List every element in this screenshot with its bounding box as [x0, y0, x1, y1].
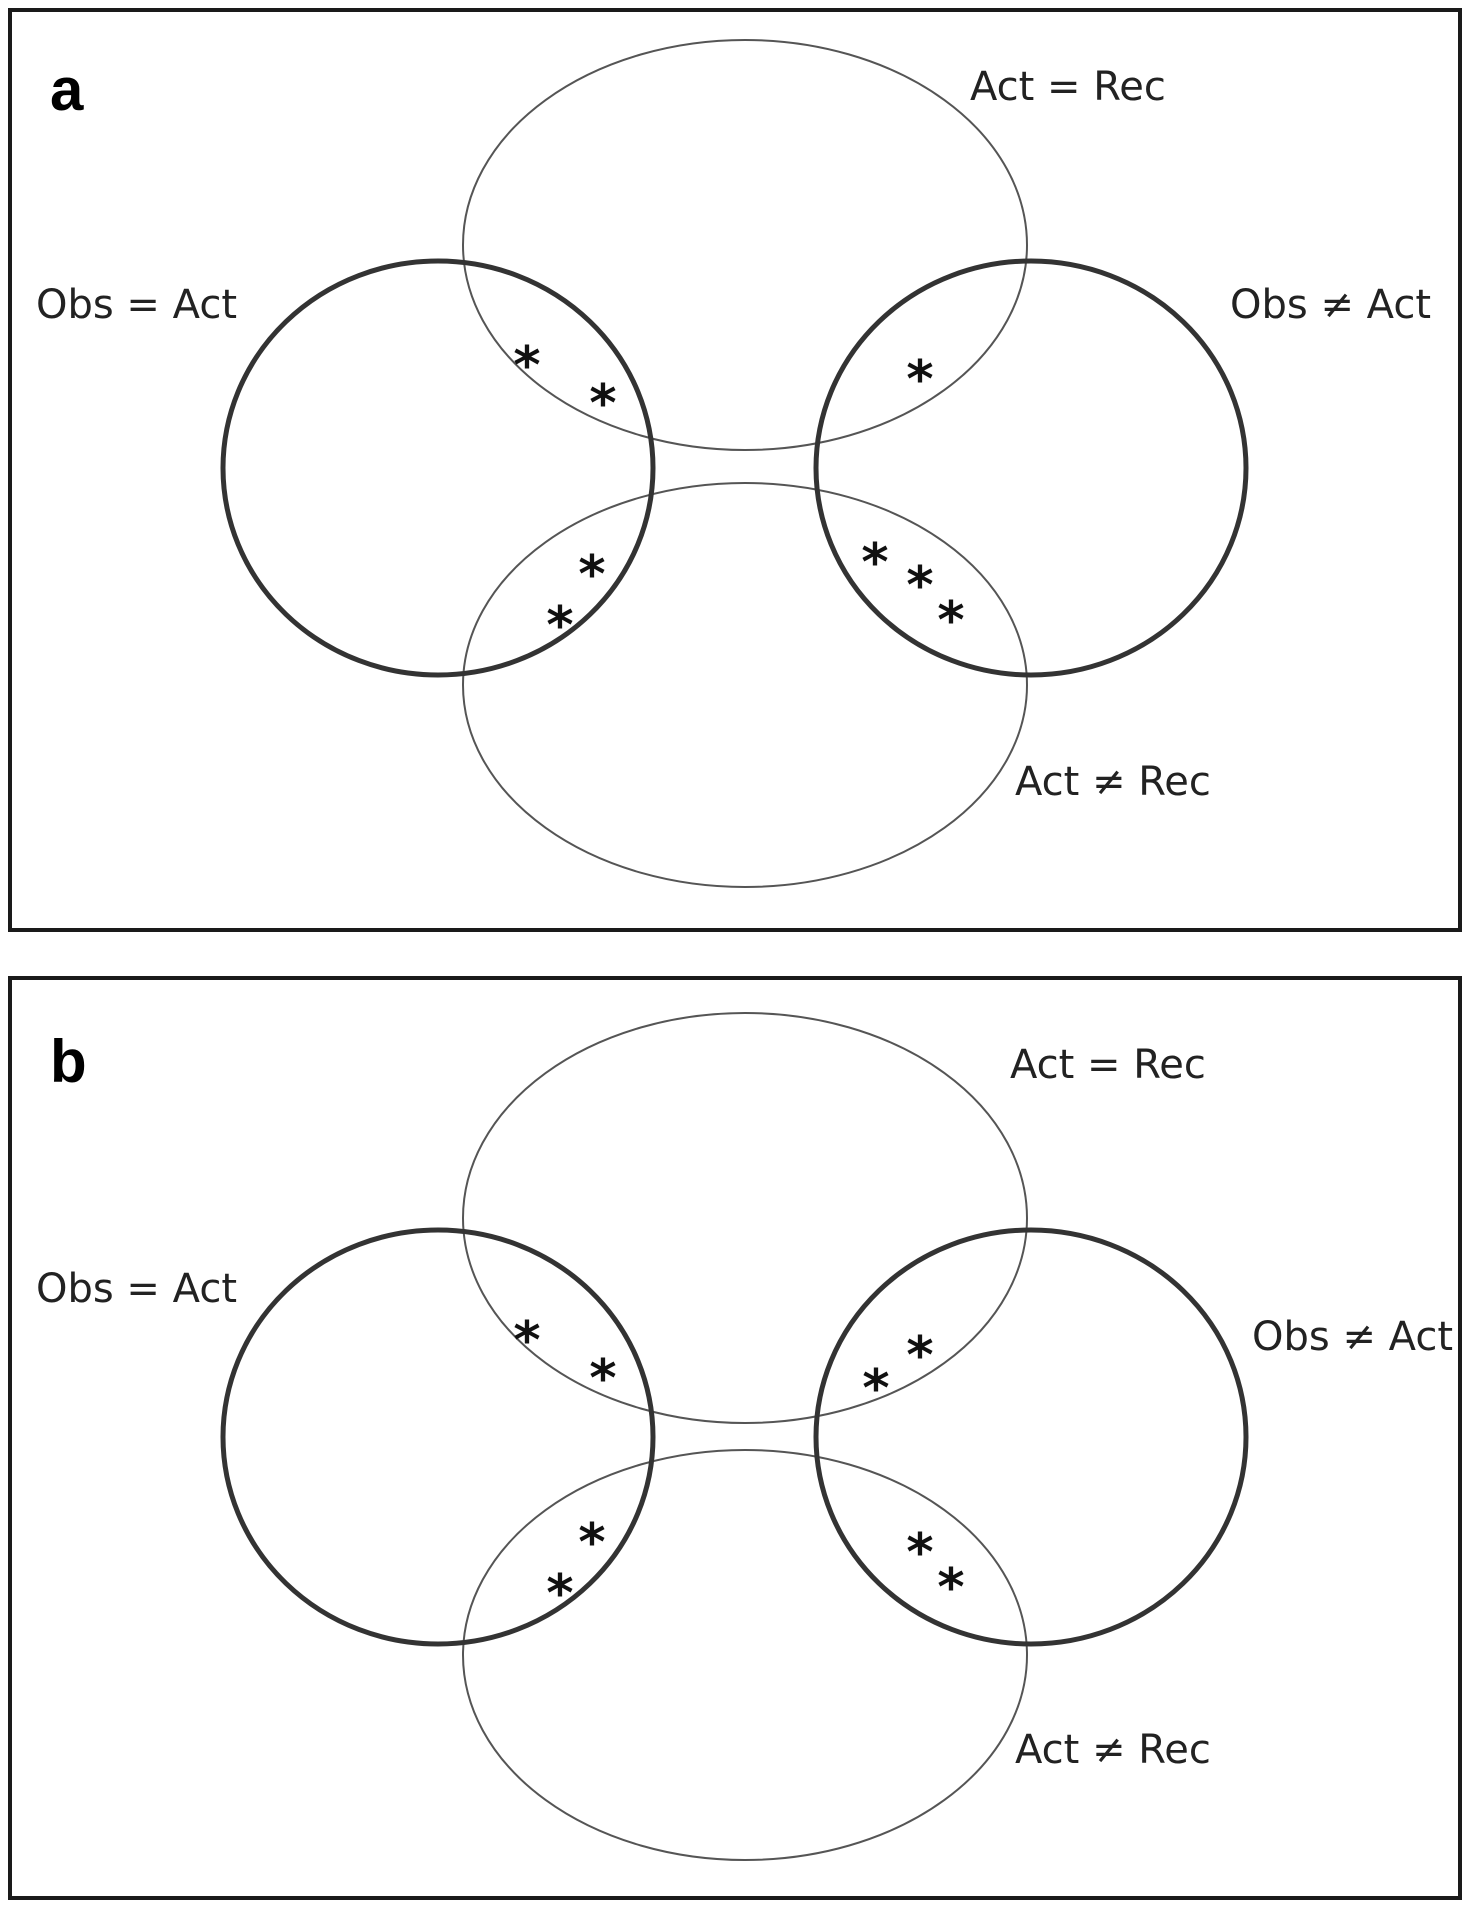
panel-a-label-act-ne-rec: Act ≠ Rec [1015, 759, 1211, 805]
panel-b-act-ne-rec-ellipse [462, 1449, 1028, 1861]
panel-b-letter: b [50, 1028, 87, 1095]
panel-a-star-obs-eq-act-and-act-eq-rec-2: * [589, 374, 616, 434]
panel-b: b Act = Rec Obs = Act Obs ≠ Act Act ≠ Re… [8, 976, 1462, 1900]
panel-b-label-obs-ne-act: Obs ≠ Act [1252, 1314, 1453, 1360]
panel-b-obs-ne-act-ellipse [813, 1227, 1249, 1647]
panel-b-label-act-ne-rec: Act ≠ Rec [1015, 1727, 1211, 1773]
panel-b-star-obs-eq-act-and-act-ne-rec-2: * [546, 1564, 573, 1624]
panel-b-stars-obs-eq-act-and-act-eq-rec: ** [513, 1311, 616, 1409]
panel-b-star-obs-eq-act-and-act-eq-rec-2: * [589, 1349, 616, 1409]
panel-a-star-obs-ne-act-and-act-ne-rec-1: * [861, 533, 888, 593]
panel-a-label-obs-eq-act: Obs = Act [36, 282, 237, 328]
panel-a-stars-obs-eq-act-and-act-eq-rec: ** [513, 336, 616, 434]
panel-b-stars-obs-ne-act-and-act-eq-rec: ** [862, 1326, 933, 1419]
panel-a-star-obs-eq-act-and-act-ne-rec-2: * [546, 596, 573, 656]
panel-b-star-obs-eq-act-and-act-ne-rec-1: * [578, 1513, 605, 1573]
panel-b-star-obs-ne-act-and-act-eq-rec-1: * [906, 1326, 933, 1386]
panel-b-stars-obs-eq-act-and-act-ne-rec: ** [546, 1513, 605, 1624]
panel-b-label-act-eq-rec: Act = Rec [1010, 1042, 1206, 1088]
panel-b-star-obs-ne-act-and-act-eq-rec-2: * [862, 1359, 889, 1419]
panel-a-star-obs-eq-act-and-act-ne-rec-1: * [578, 545, 605, 605]
panel-a-star-obs-ne-act-and-act-ne-rec-3: * [937, 591, 964, 651]
panel-a-stars-obs-ne-act-and-act-ne-rec: *** [861, 533, 964, 651]
panel-b-act-eq-rec-ellipse [462, 1012, 1028, 1424]
panel-a-star-obs-ne-act-and-act-eq-rec-1: * [906, 350, 933, 410]
panel-a-stars-obs-ne-act-and-act-eq-rec: * [906, 350, 933, 410]
panel-a-label-obs-ne-act: Obs ≠ Act [1230, 282, 1431, 328]
panel-a-star-obs-eq-act-and-act-eq-rec-1: * [513, 336, 540, 396]
panel-b-star-obs-eq-act-and-act-eq-rec-1: * [513, 1311, 540, 1371]
panel-b-stars-obs-ne-act-and-act-ne-rec: ** [906, 1523, 964, 1618]
panel-a-stars-obs-eq-act-and-act-ne-rec: ** [546, 545, 605, 656]
panel-b-frame [8, 976, 1462, 1900]
panel-a-label-act-eq-rec: Act = Rec [970, 64, 1166, 110]
panel-b-obs-eq-act-ellipse [220, 1227, 656, 1647]
panel-a-obs-eq-act-ellipse [220, 258, 656, 678]
panel-a-frame [8, 8, 1462, 932]
panel-a-star-obs-ne-act-and-act-ne-rec-2: * [906, 556, 933, 616]
panel-a-act-ne-rec-ellipse [462, 482, 1028, 888]
panel-a-obs-ne-act-ellipse [813, 258, 1249, 678]
panel-b-label-obs-eq-act: Obs = Act [36, 1266, 237, 1312]
panel-a-act-eq-rec-ellipse [462, 39, 1028, 451]
panel-b-star-obs-ne-act-and-act-ne-rec-1: * [906, 1523, 933, 1583]
panel-b-star-obs-ne-act-and-act-ne-rec-2: * [937, 1558, 964, 1618]
panel-a-letter: a [50, 56, 84, 123]
panel-a: a Act = Rec Obs = Act Obs ≠ Act Act ≠ Re… [8, 8, 1462, 932]
